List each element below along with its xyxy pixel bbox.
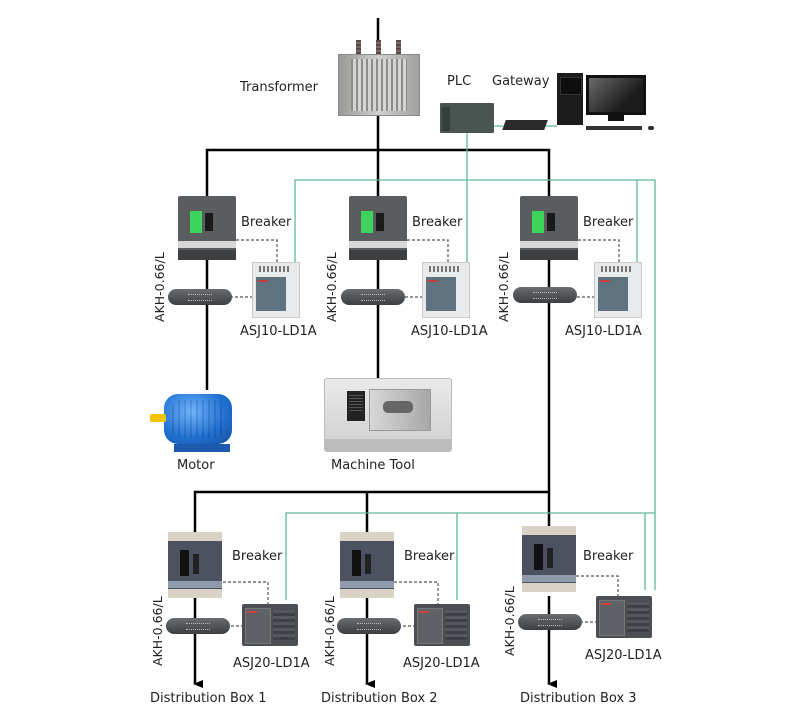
breaker-icon — [340, 532, 394, 598]
ct-label: AKH-0.66/L — [322, 596, 337, 666]
keyboard-icon — [586, 126, 642, 130]
ct-label: AKH-0.66/L — [150, 596, 165, 666]
comm-bottom-bus — [285, 512, 655, 600]
computer-tower-icon — [557, 73, 583, 125]
ct-label: AKH-0.66/L — [324, 252, 339, 322]
breaker-icon — [349, 196, 407, 260]
ct-label: AKH-0.66/L — [152, 252, 167, 322]
asj10-relay-icon — [252, 262, 300, 318]
current-transformer-icon — [166, 618, 230, 634]
asj20-relay-icon — [242, 604, 298, 646]
ct-label: AKH-0.66/L — [502, 586, 517, 656]
asj10-relay-icon — [594, 262, 642, 318]
plc-label: PLC — [447, 74, 472, 89]
relay-label: ASJ20-LD1A — [585, 648, 662, 663]
asj20-relay-icon — [414, 604, 470, 646]
asj10-relay-icon — [422, 262, 470, 318]
breaker-label: Breaker — [232, 549, 283, 564]
distribution-box-label: Distribution Box 2 — [321, 691, 438, 706]
relay-label: ASJ20-LD1A — [403, 656, 480, 671]
relay-label: ASJ20-LD1A — [233, 656, 310, 671]
ct-label: AKH-0.66/L — [496, 252, 511, 322]
motor-label: Motor — [177, 458, 215, 473]
breaker-icon — [522, 526, 576, 592]
breaker-label: Breaker — [412, 215, 463, 230]
current-transformer-icon — [341, 289, 405, 305]
breaker-label: Breaker — [583, 549, 634, 564]
distribution-box-label: Distribution Box 1 — [150, 691, 267, 706]
computer-monitor-icon — [586, 75, 646, 115]
plc-icon — [440, 103, 494, 133]
monitor-stand — [608, 115, 624, 121]
distribution-box-label: Distribution Box 3 — [520, 691, 637, 706]
comm-lines — [285, 125, 656, 600]
machine-tool-icon — [324, 378, 452, 452]
relay-label: ASJ10-LD1A — [565, 324, 642, 339]
comm-top-bus — [294, 179, 656, 590]
current-transformer-icon — [518, 614, 582, 630]
breaker-icon — [520, 196, 578, 260]
current-transformer-icon — [168, 289, 232, 305]
motor-icon — [150, 390, 236, 452]
relay-label: ASJ10-LD1A — [240, 324, 317, 339]
lower-power-bus — [193, 490, 549, 532]
breaker-icon — [178, 196, 236, 260]
breaker-label: Breaker — [404, 549, 455, 564]
breaker-icon — [168, 532, 222, 598]
transformer-label: Transformer — [240, 80, 319, 95]
gateway-label: Gateway — [492, 74, 550, 89]
transformer-icon — [338, 54, 420, 116]
relay-label: ASJ10-LD1A — [411, 324, 488, 339]
mouse-icon — [648, 126, 654, 130]
machine-tool-label: Machine Tool — [331, 458, 415, 473]
current-transformer-icon — [337, 618, 401, 634]
asj20-relay-icon — [596, 596, 652, 638]
current-transformer-icon — [513, 287, 577, 303]
gateway-icon — [502, 120, 548, 130]
power-lines — [193, 18, 557, 688]
breaker-label: Breaker — [241, 215, 292, 230]
breaker-label: Breaker — [583, 215, 634, 230]
